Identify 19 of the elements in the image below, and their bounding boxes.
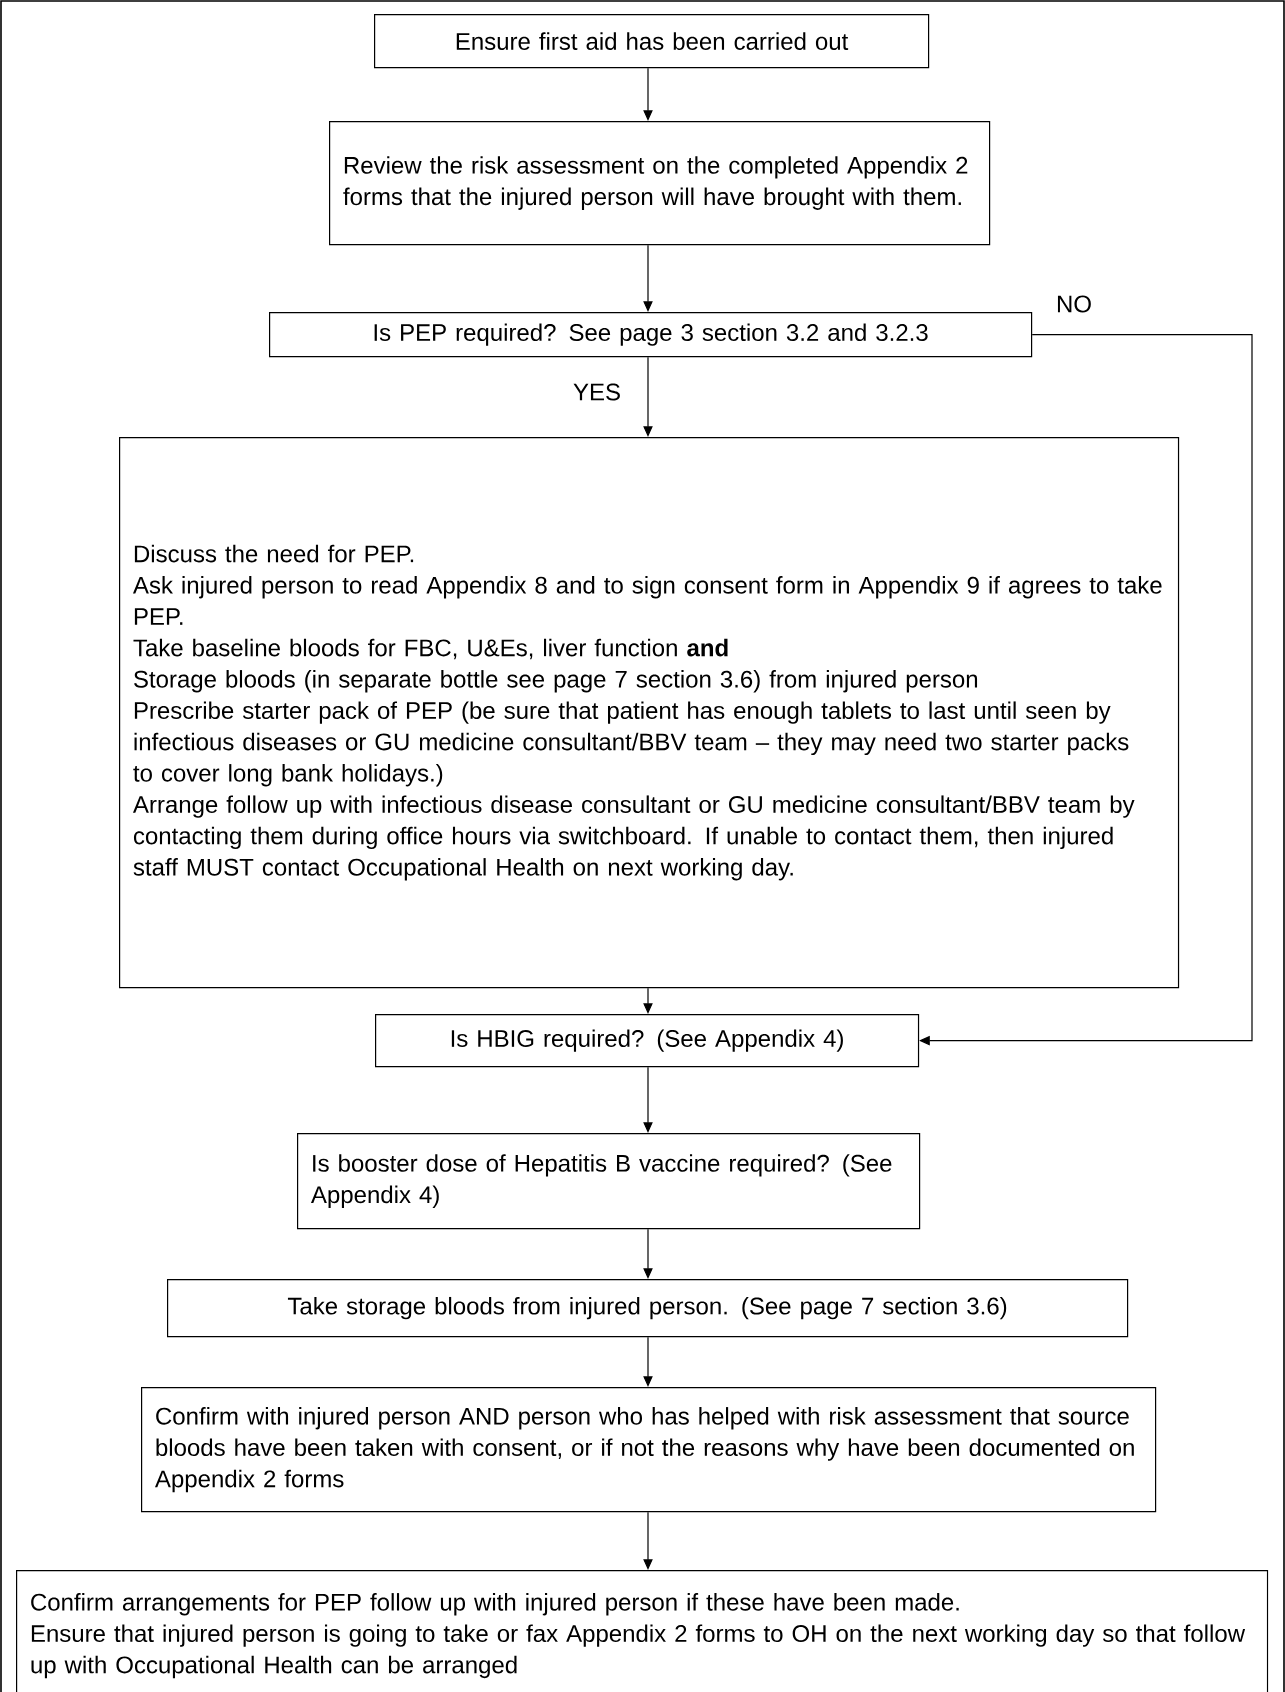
process-box: Is PEP required? See page 3 section 3.2 and 3.2.3 [269, 312, 1033, 358]
arrow [643, 67, 653, 121]
arrow [643, 244, 653, 312]
process-box: Ensure first aid has been carried out [374, 14, 930, 69]
edge-label: YES [571, 382, 623, 402]
process-box: Review the risk assessment on the completed Appendix 2 forms that the injured person will have brought with them. [329, 121, 991, 246]
process-box: Take storage bloods from injured person. (See page 7 section 3.6) [167, 1279, 1129, 1338]
arrow [643, 1336, 653, 1387]
arrow [643, 1228, 653, 1279]
process-box: Confirm arrangements for PEP follow up with injured person if these have been made. Ensure that injured person is going to take or fax Appendix 2 forms to OH on the next working day so that follow up with Occupational Health can be arranged [16, 1570, 1269, 1692]
arrow [643, 1511, 653, 1570]
edge-label: NO [1054, 294, 1094, 314]
arrow [643, 987, 653, 1014]
process-box: Is HBIG required? (See Appendix 4) [375, 1014, 920, 1068]
process-box: Is booster dose of Hepatitis B vaccine required? (See Appendix 4) [297, 1133, 921, 1230]
arrow [643, 1066, 653, 1133]
process-box: Discuss the need for PEP. Ask injured person to read Appendix 8 and to sign consent form in Appendix 9 if agrees to take PEP. Take baseline bloods for FBC, U&Es, liver function and Storage bloods (in separate bottle see page 7 section 3.6) from injured person Prescribe starter pack of PEP (be sure that patient has enough tablets to last until seen by infectious diseases or GU medicine consultant/BBV team – they may need two starter packs to cover long bank holidays.) Arrange follow up with infectious disease consultant or GU medicine consultant/BBV team by contacting them during office hours via switchboard. If unable to contact them, then injured staff MUST contact Occupational Health on next working day. [119, 437, 1180, 989]
process-box: Confirm with injured person AND person who has helped with risk assessment that source bloods have been taken with consent, or if not the reasons why have been documented on Appendix 2 forms [141, 1387, 1157, 1513]
arrow [643, 356, 653, 437]
